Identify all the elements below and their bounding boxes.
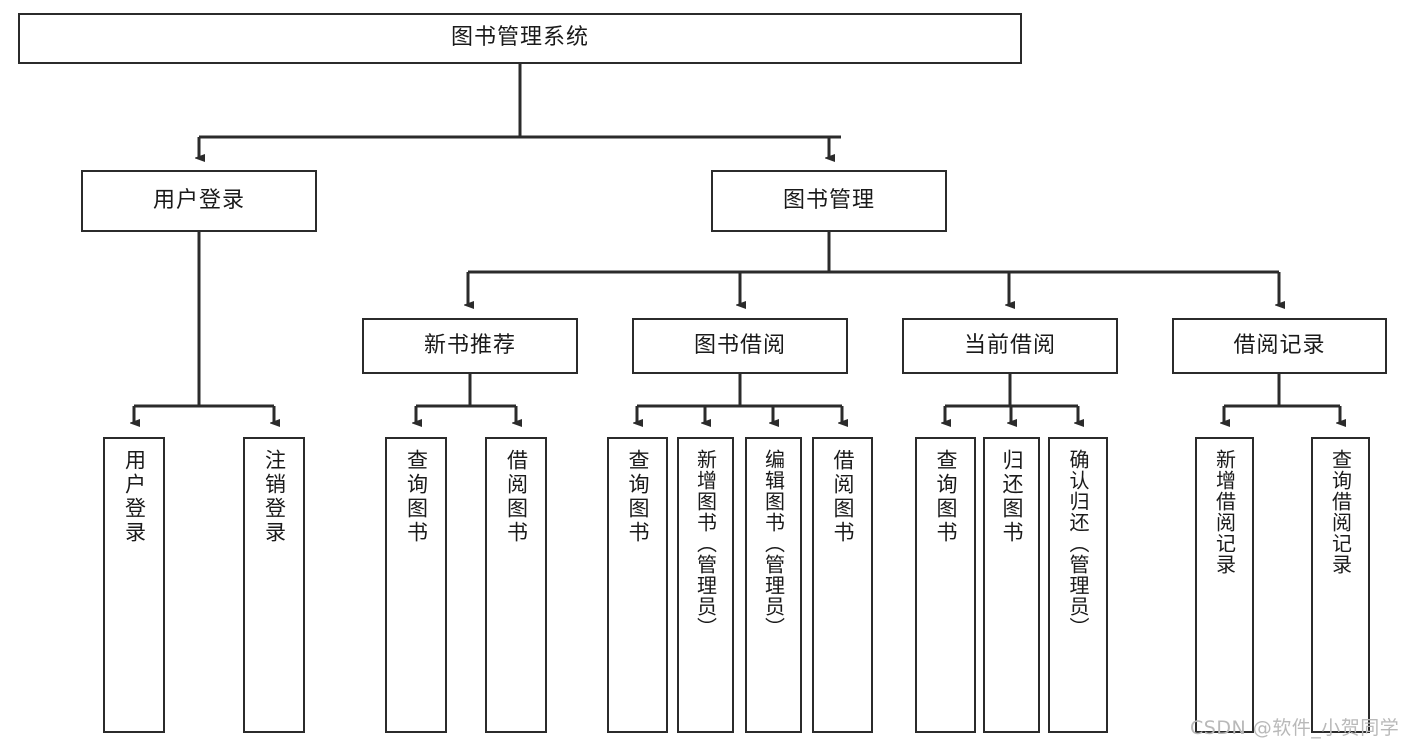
leaf-edit-book-admin-label: 编辑图书（管理员） <box>761 449 786 638</box>
node-root[interactable]: 图书管理系统 <box>18 13 1022 64</box>
node-borrow-record[interactable]: 借阅记录 <box>1172 318 1387 374</box>
leaf-add-borrow-record[interactable]: 新增借阅记录 <box>1195 437 1254 733</box>
node-current-borrow-label: 当前借阅 <box>963 332 1056 358</box>
node-new-book-recommend[interactable]: 新书推荐 <box>362 318 578 374</box>
leaf-query-book-current-label: 查询图书 <box>934 449 958 545</box>
leaf-query-book-borrow[interactable]: 查询图书 <box>607 437 668 733</box>
leaf-user-login[interactable]: 用户登录 <box>103 437 165 733</box>
leaf-query-borrow-record[interactable]: 查询借阅记录 <box>1311 437 1370 733</box>
leaf-user-login-label: 用户登录 <box>122 449 147 545</box>
node-user-login-label: 用户登录 <box>152 187 245 213</box>
leaf-add-borrow-record-label: 新增借阅记录 <box>1212 449 1237 575</box>
node-book-borrow[interactable]: 图书借阅 <box>632 318 848 374</box>
leaf-query-borrow-record-label: 查询借阅记录 <box>1328 449 1353 575</box>
csdn-watermark: CSDN @软件_小贺同学 <box>1190 717 1400 739</box>
leaf-return-book-label: 归还图书 <box>1000 449 1024 545</box>
leaf-query-book-borrow-label: 查询图书 <box>626 449 650 545</box>
node-root-label: 图书管理系统 <box>450 25 589 51</box>
leaf-query-book-recommend-label: 查询图书 <box>404 449 429 545</box>
leaf-borrow-book[interactable]: 借阅图书 <box>812 437 873 733</box>
node-book-management[interactable]: 图书管理 <box>711 170 947 232</box>
leaf-add-book-admin[interactable]: 新增图书（管理员） <box>677 437 734 733</box>
leaf-borrow-book-recommend-label: 借阅图书 <box>504 449 529 545</box>
leaf-confirm-return-admin[interactable]: 确认归还（管理员） <box>1048 437 1108 733</box>
node-borrow-record-label: 借阅记录 <box>1233 332 1326 358</box>
leaf-user-logout[interactable]: 注销登录 <box>243 437 305 733</box>
leaf-add-book-admin-label: 新增图书（管理员） <box>693 449 718 638</box>
node-book-management-label: 图书管理 <box>782 187 875 213</box>
leaf-query-book-recommend[interactable]: 查询图书 <box>385 437 447 733</box>
node-new-book-recommend-label: 新书推荐 <box>423 332 516 358</box>
leaf-borrow-book-label: 借阅图书 <box>831 449 855 545</box>
leaf-borrow-book-recommend[interactable]: 借阅图书 <box>485 437 547 733</box>
leaf-return-book[interactable]: 归还图书 <box>983 437 1040 733</box>
node-current-borrow[interactable]: 当前借阅 <box>902 318 1118 374</box>
leaf-edit-book-admin[interactable]: 编辑图书（管理员） <box>745 437 802 733</box>
leaf-query-book-current[interactable]: 查询图书 <box>915 437 976 733</box>
node-user-login[interactable]: 用户登录 <box>81 170 317 232</box>
node-book-borrow-label: 图书借阅 <box>693 332 786 358</box>
leaf-user-logout-label: 注销登录 <box>262 449 287 545</box>
leaf-confirm-return-admin-label: 确认归还（管理员） <box>1066 449 1090 638</box>
